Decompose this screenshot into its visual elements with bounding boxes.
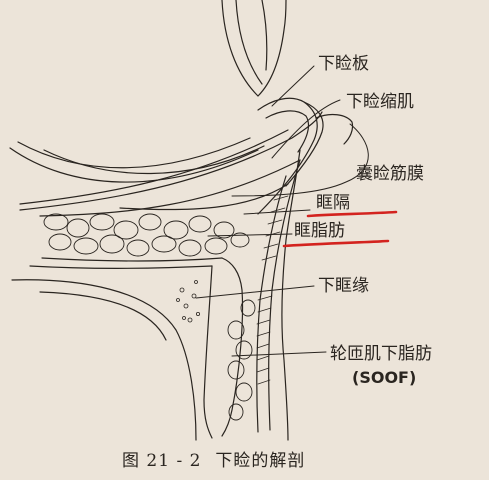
label-orbital-fat: 眶脂肪 [294,221,345,241]
orbital-fat-lobules [43,213,250,257]
orbit-floor-bottom [29,265,213,269]
highlight-underline-fat [282,239,390,248]
maxilla-curve [11,279,197,441]
septum-line [119,183,289,211]
figure-title: 下睑的解剖 [215,451,306,471]
retractor-line [39,159,301,217]
orbicularis-outer [268,159,301,431]
highlight-underline-septum [306,210,398,218]
label-lower-retractor: 下睑缩肌 [346,92,414,112]
label-soof: 轮匝肌下脂肪 [330,344,432,364]
cornea-inner [235,0,263,85]
globe-curve-mid [17,137,251,169]
label-capsulopalpebral-fascia: 囊睑筋膜 [356,164,424,184]
figure-number: 图 21 - 2 [122,451,202,471]
iris-lens [261,0,268,71]
eyeball-outline [221,0,287,97]
label-orbital-septum: 眶隔 [316,193,350,213]
orbital-rim-outer [221,257,244,437]
bone-stipple [176,280,200,323]
conjunctiva-line-2 [19,129,289,205]
orbital-rim-inner [203,265,213,439]
soof-lobules [227,299,256,421]
lid-margin [285,101,324,187]
maxilla-curve-inner [39,291,167,341]
skin-surface-upper [315,113,354,145]
tarsus-inner [265,110,310,153]
globe-curve-inner [43,145,265,175]
label-soof-abbrev: (SOOF) [352,368,417,387]
globe-curve-outer [9,147,259,183]
label-lower-tarsus: 下睑板 [318,54,369,74]
leader-lines [195,65,369,357]
label-inferior-orbital-rim: 下眶缘 [318,276,369,296]
tarsus-outline [257,97,318,215]
skin-surface [281,149,301,441]
figure-caption: 图 21 - 2 下睑的解剖 [122,446,305,471]
orbicularis-inner [256,175,287,433]
orbit-floor-top [41,257,223,262]
conjunctiva-line-1 [19,111,323,211]
